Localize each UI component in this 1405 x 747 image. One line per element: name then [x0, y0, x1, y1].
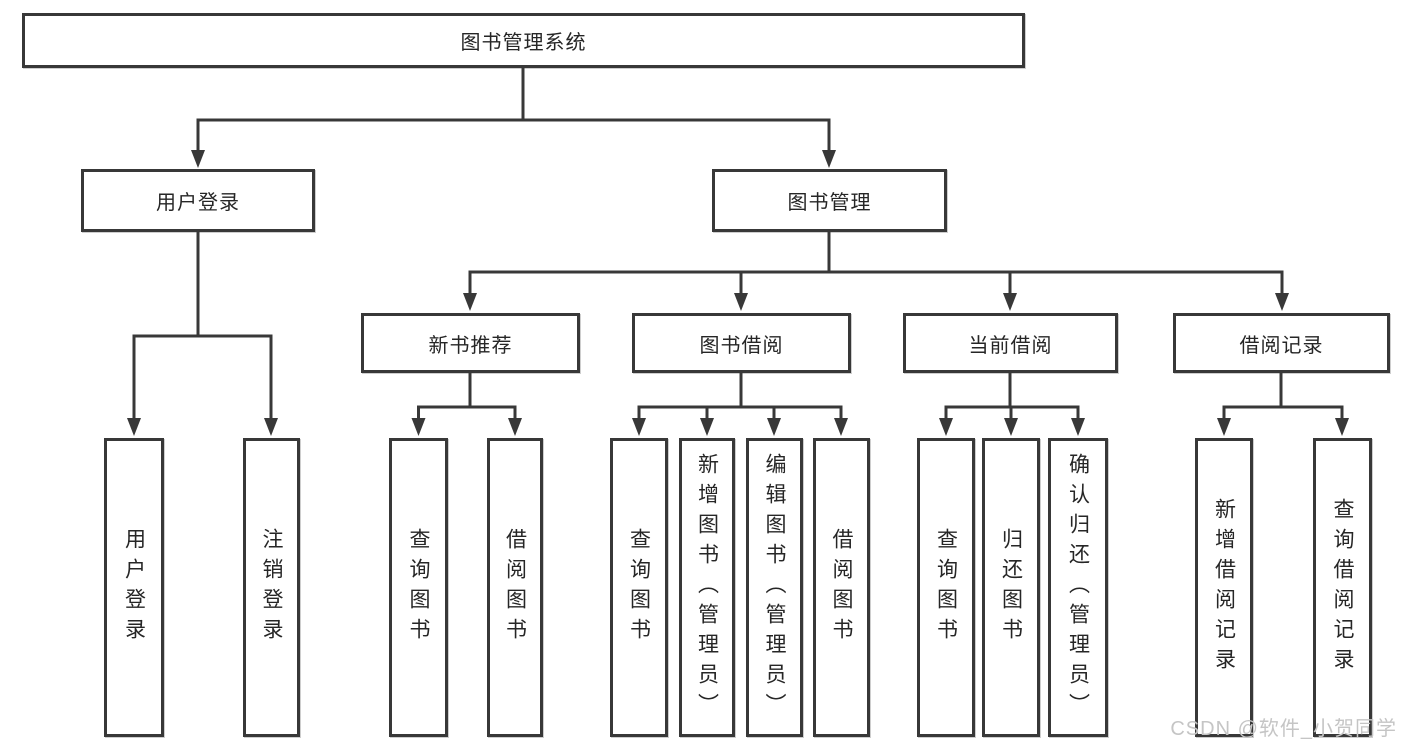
leaf-bb-add-books-admin-label: 新增图书（管理员）	[695, 452, 719, 723]
node-borrowing-records-label: 借阅记录	[1239, 334, 1324, 357]
node-new-book-recommend: 新书推荐	[361, 313, 580, 373]
leaf-br-query-borrow-record-label: 查询借阅记录	[1331, 497, 1354, 678]
node-book-borrowing: 图书借阅	[632, 313, 851, 373]
leaf-cb-return-books: 归还图书	[982, 438, 1040, 737]
node-new-book-recommend-label: 新书推荐	[428, 334, 513, 357]
leaf-br-add-borrow-record: 新增借阅记录	[1195, 438, 1253, 737]
leaf-nbr-borrow-books-label: 借阅图书	[503, 527, 527, 648]
leaf-nbr-query-books-label: 查询图书	[407, 527, 430, 648]
leaf-bb-borrow-books: 借阅图书	[813, 438, 870, 737]
leaf-logout-login: 注销登录	[243, 438, 300, 737]
leaf-br-query-borrow-record: 查询借阅记录	[1313, 438, 1372, 737]
leaf-cb-query-books-label: 查询图书	[934, 527, 958, 648]
csdn-watermark: CSDN @软件_小贺同学	[1170, 718, 1397, 740]
node-book-management-label: 图书管理	[787, 192, 872, 214]
leaf-cb-confirm-return-admin-label: 确认归还（管理员）	[1066, 452, 1090, 723]
leaf-br-add-borrow-record-label: 新增借阅记录	[1212, 497, 1236, 678]
leaf-cb-return-books-label: 归还图书	[999, 527, 1023, 648]
arrowheads	[127, 150, 1349, 436]
leaf-logout-login-label: 注销登录	[260, 527, 283, 648]
node-book-borrowing-label: 图书借阅	[699, 334, 784, 357]
leaf-cb-confirm-return-admin: 确认归还（管理员）	[1048, 438, 1108, 737]
node-root-label: 图书管理系统	[460, 32, 587, 54]
node-current-borrowing: 当前借阅	[903, 313, 1118, 373]
leaf-nbr-borrow-books: 借阅图书	[487, 438, 543, 737]
leaf-bb-borrow-books-label: 借阅图书	[830, 527, 853, 648]
leaf-nbr-query-books: 查询图书	[389, 438, 448, 737]
leaf-user-login-label: 用户登录	[122, 527, 146, 648]
leaf-bb-query-books-label: 查询图书	[627, 527, 651, 648]
node-user-login: 用户登录	[81, 169, 315, 232]
leaf-bb-edit-books-admin: 编辑图书（管理员）	[746, 438, 803, 737]
node-root-system: 图书管理系统	[22, 13, 1025, 68]
leaf-user-login: 用户登录	[104, 438, 164, 737]
leaf-bb-edit-books-admin-label: 编辑图书（管理员）	[763, 452, 786, 723]
leaf-cb-query-books: 查询图书	[917, 438, 975, 737]
node-book-management: 图书管理	[712, 169, 947, 232]
leaf-bb-query-books: 查询图书	[610, 438, 668, 737]
node-current-borrowing-label: 当前借阅	[968, 334, 1053, 357]
node-user-login-label: 用户登录	[156, 192, 240, 214]
leaf-bb-add-books-admin: 新增图书（管理员）	[679, 438, 735, 737]
node-borrowing-records: 借阅记录	[1173, 313, 1390, 373]
